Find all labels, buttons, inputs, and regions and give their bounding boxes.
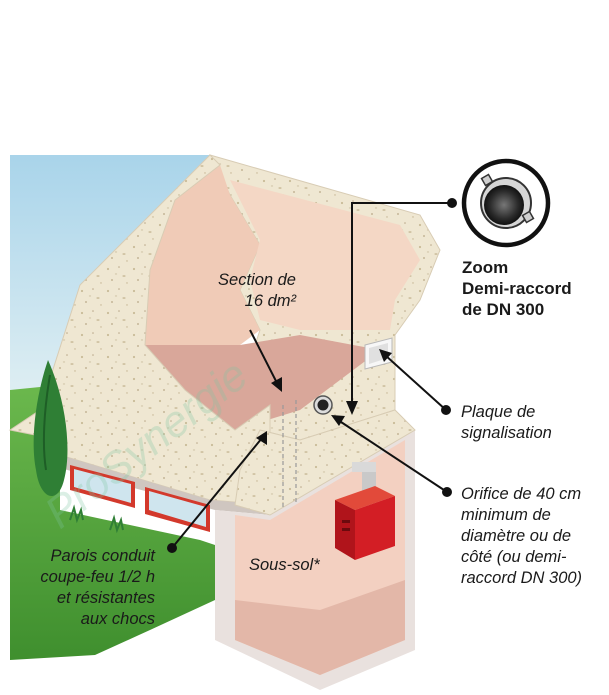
label-zoom: Zoom Demi-raccord de DN 300 — [462, 257, 572, 320]
grass-tuft — [109, 514, 124, 534]
label-orifice-line: raccord DN 300) — [461, 569, 583, 587]
label-section-line: 16 dm² — [244, 292, 296, 310]
label-plaque-line: Plaque de — [461, 403, 536, 421]
label-zoom-line: Zoom — [462, 258, 509, 277]
pointer-lines — [171, 202, 452, 549]
sky-background — [10, 155, 210, 430]
label-parois: Parois conduit coupe-feu 1/2 h et résist… — [30, 546, 155, 630]
demi-raccord-icon — [313, 395, 333, 415]
label-zoom-line: de DN 300 — [462, 300, 545, 319]
grass-tuft — [69, 504, 84, 524]
label-parois-line: et résistantes — [56, 589, 155, 607]
room-right-wall — [230, 180, 420, 330]
slab-front — [234, 409, 416, 516]
label-section-line: Section de — [218, 271, 296, 289]
pointer-dot-icon — [167, 198, 457, 553]
label-section: Section de 16 dm² — [206, 270, 296, 312]
label-orifice-line: diamètre ou de — [461, 527, 572, 545]
boiler-icon — [335, 486, 395, 560]
label-orifice-line: Orifice de 40 cm — [461, 485, 582, 503]
label-orifice-line: côté (ou demi- — [461, 548, 567, 566]
label-parois-line: aux chocs — [80, 610, 155, 628]
label-orifice: Orifice de 40 cm minimum de diamètre ou … — [461, 484, 582, 589]
basement-window-1 — [70, 465, 135, 508]
label-parois-line: Parois conduit — [50, 547, 155, 565]
cypress-tree-icon — [33, 360, 68, 497]
label-soussol: Sous-sol* — [249, 555, 320, 576]
label-plaque: Plaque de signalisation — [461, 402, 552, 444]
label-zoom-line: Demi-raccord — [462, 279, 572, 298]
basement-floor — [235, 580, 405, 675]
label-orifice-line: minimum de — [461, 506, 551, 524]
arrowheads — [256, 349, 392, 445]
label-soussol-text: Sous-sol* — [249, 556, 320, 574]
room-back-wall — [145, 165, 260, 345]
room-floor — [145, 335, 380, 430]
label-plaque-line: signalisation — [461, 424, 552, 442]
zoom-connector-icon — [461, 158, 551, 248]
label-parois-line: coupe-feu 1/2 h — [40, 568, 155, 586]
